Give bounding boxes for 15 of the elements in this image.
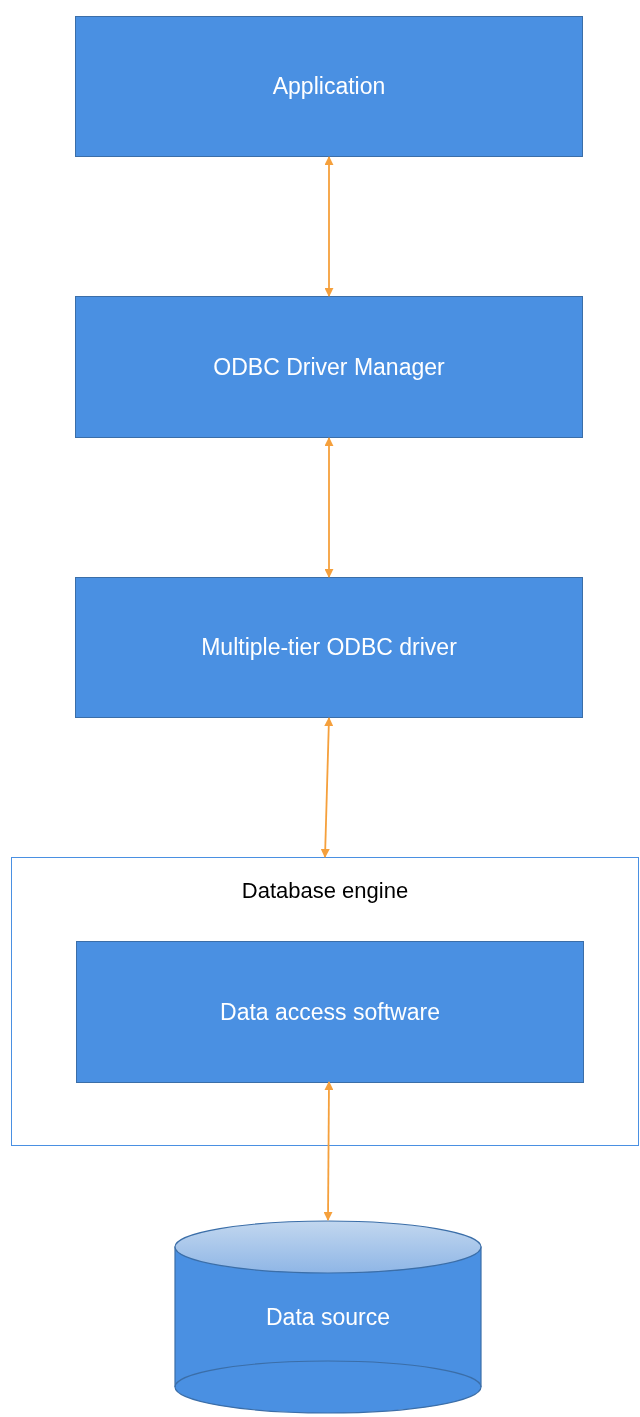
node-label: Application <box>272 73 386 100</box>
double-arrow <box>324 156 334 297</box>
process-box <box>75 577 583 718</box>
process-box <box>75 16 583 157</box>
node-label: Data access software <box>220 998 440 1026</box>
process-box <box>75 296 583 438</box>
group-title: Database engine <box>240 878 410 904</box>
node-label: Data source <box>266 1303 390 1331</box>
node-label: Multiple-tier ODBC driver <box>201 634 457 661</box>
double-arrow <box>323 1081 334 1221</box>
node-label: ODBC Driver Manager <box>213 353 445 381</box>
double-arrow <box>320 717 334 858</box>
process-box <box>76 941 584 1083</box>
group-frame <box>11 857 639 1146</box>
double-arrow <box>324 437 334 578</box>
